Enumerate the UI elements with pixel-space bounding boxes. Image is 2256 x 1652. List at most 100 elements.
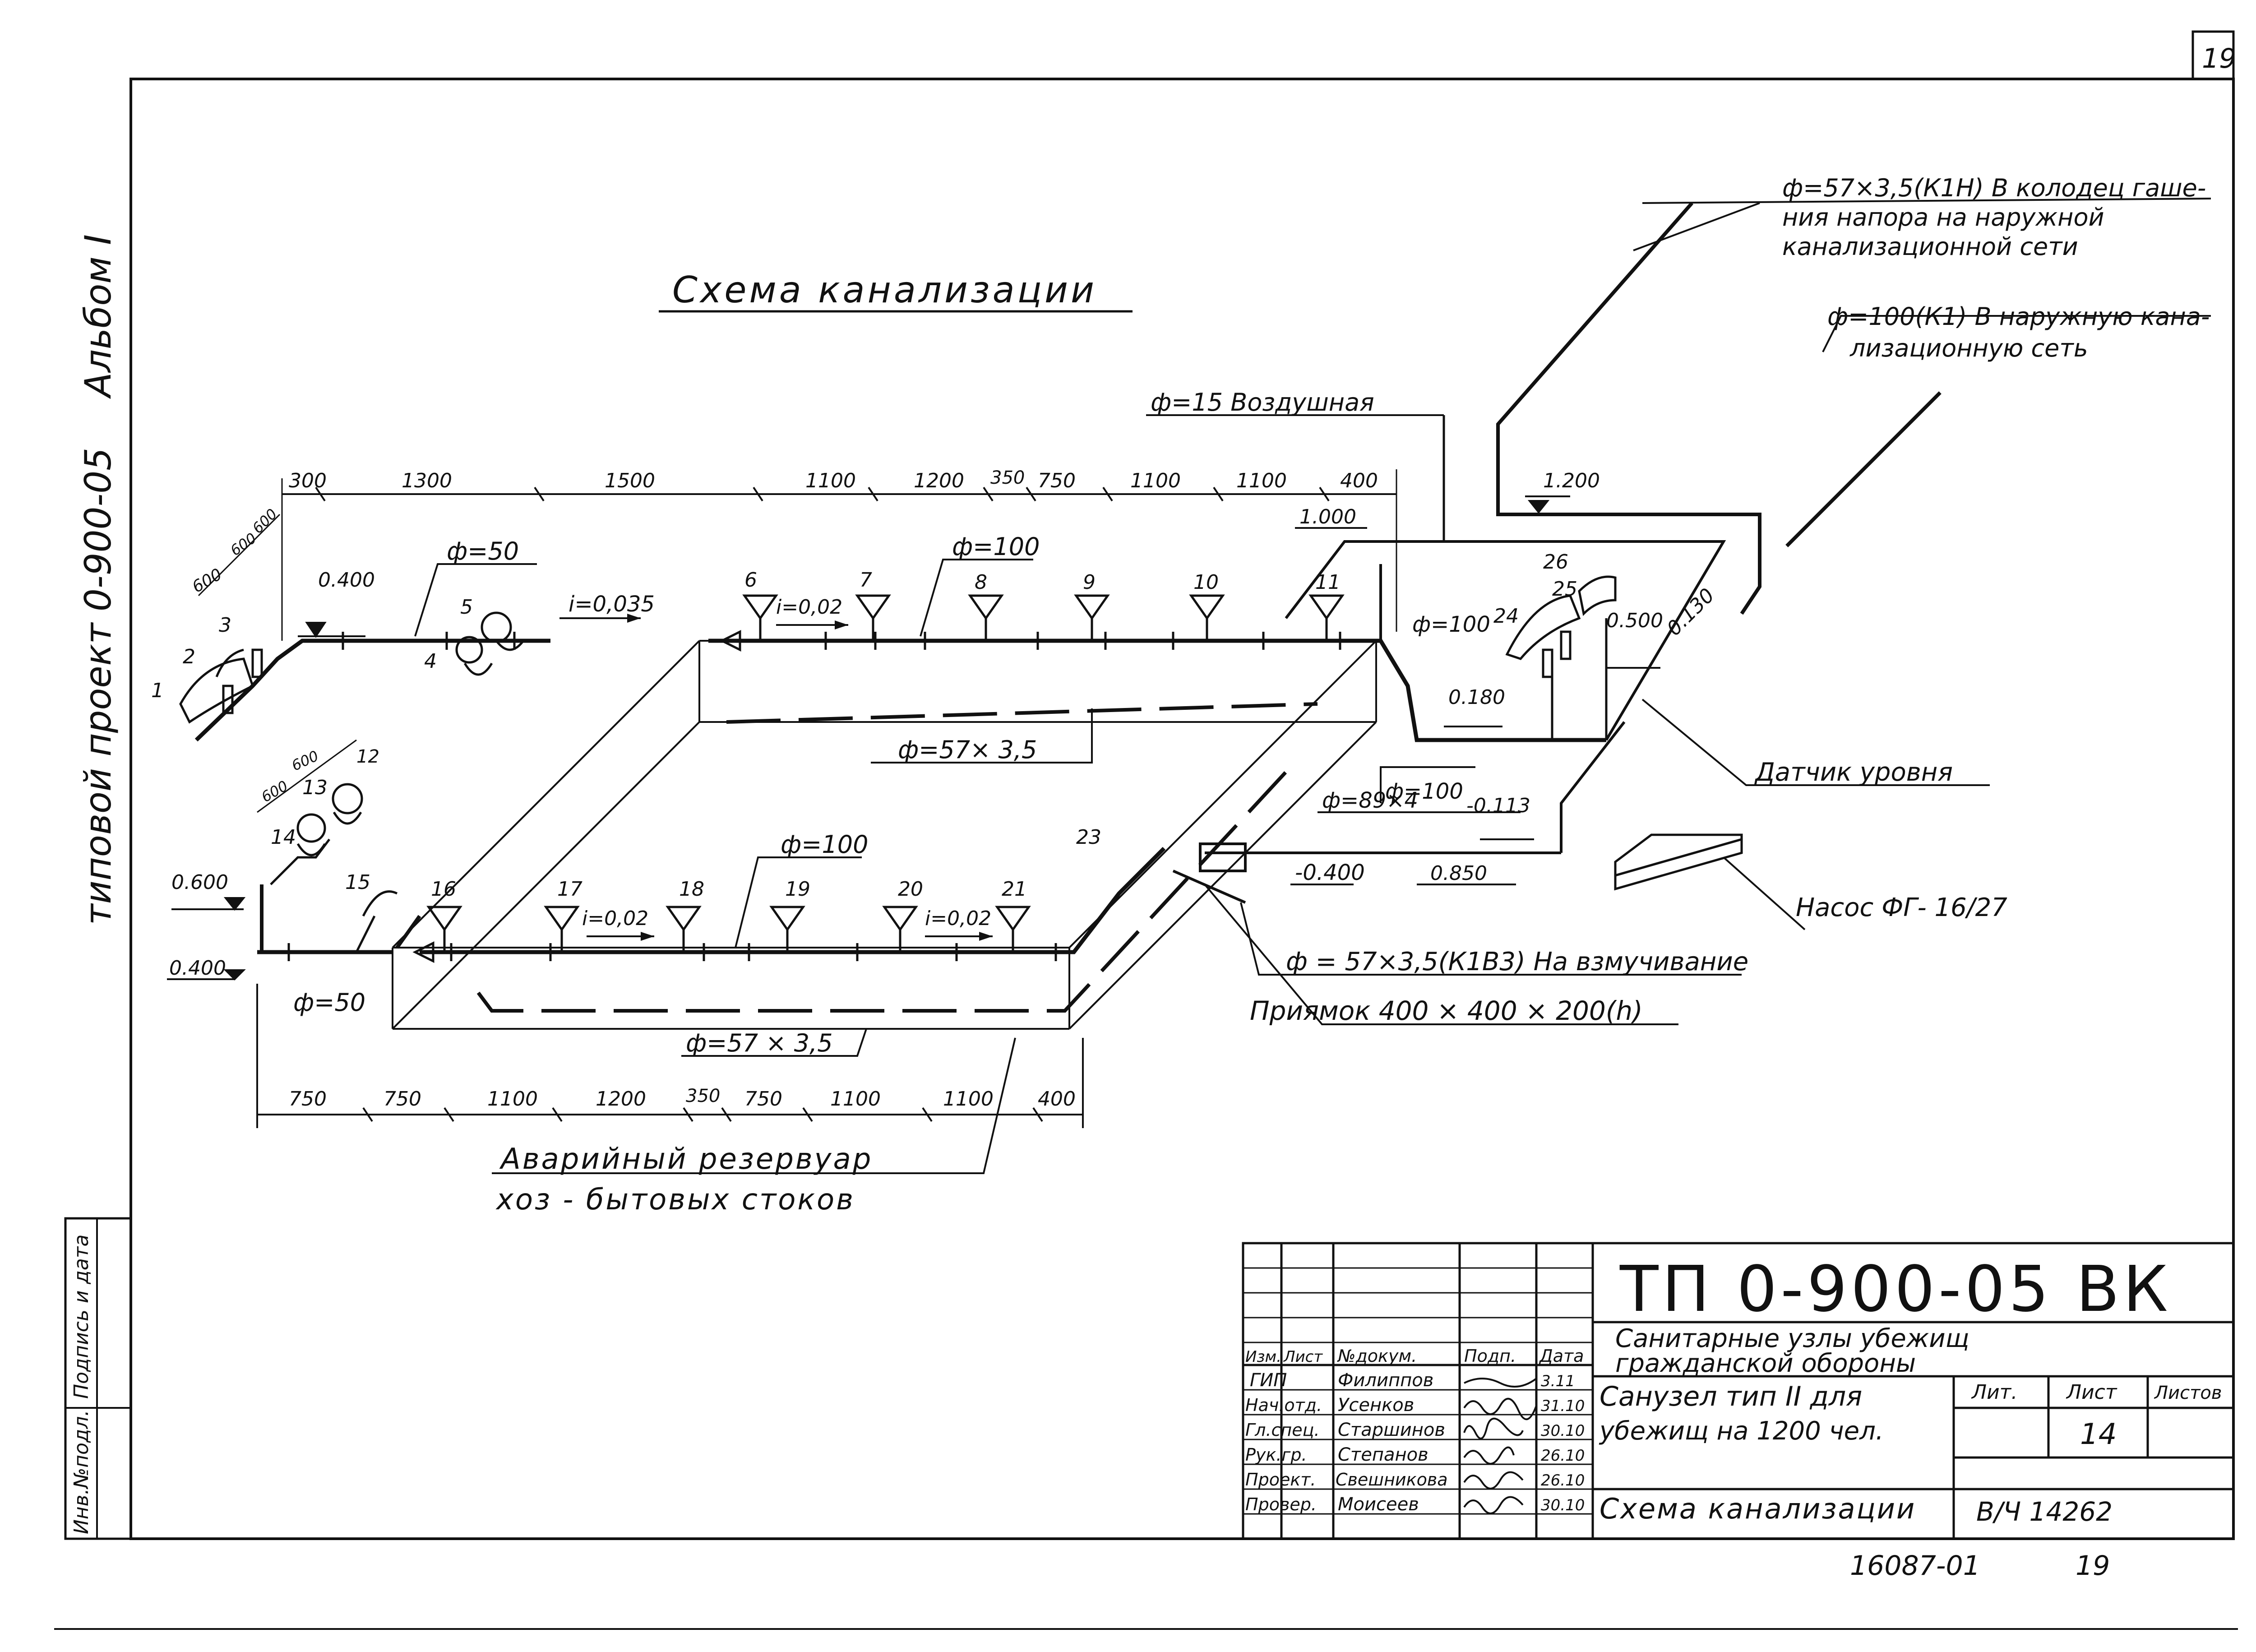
elev-0180: 0.180 xyxy=(1448,686,1505,709)
dim-left-top-0: 600 xyxy=(189,565,225,597)
tb-date-1: 31.10 xyxy=(1541,1397,1585,1415)
elev-m0113: -0.113 xyxy=(1466,794,1530,817)
fixture-number-labels: 1 2 3 4 5 6 7 8 9 10 11 12 13 14 15 16 1… xyxy=(151,551,1577,901)
dim-bot-2: 1100 xyxy=(487,1087,538,1111)
side-stamp: Подпись и дата Инв.№подл. xyxy=(64,1217,132,1540)
diagram-title: Схема канализации xyxy=(672,269,1097,311)
dim-top-0: 300 xyxy=(289,469,327,492)
fixture-26: 26 xyxy=(1543,551,1568,574)
tb-inv: В/Ч 14262 xyxy=(1976,1496,2113,1527)
project-label: типовой проект 0-900-05 xyxy=(77,448,119,925)
tb-role-3: Рук.гр. xyxy=(1245,1445,1307,1465)
corner-sheet-number: 19 xyxy=(2202,43,2236,74)
bottom-sewer-pipe xyxy=(257,847,1166,954)
label-d100-right: ф=100 xyxy=(1412,612,1490,637)
tb-header-izm: Изм. xyxy=(1245,1348,1281,1366)
label-d50-bottom: ф=50 xyxy=(293,988,365,1017)
corner-sheet-box xyxy=(2191,30,2235,80)
tb-docname-2: убежищ на 1200 чел. xyxy=(1599,1416,1884,1446)
fixture-12: 12 xyxy=(356,746,379,767)
top-dim-ticks xyxy=(315,486,1330,502)
side-stamp-inv: Инв.№подл. xyxy=(70,1410,93,1534)
tb-name-0: Филиппов xyxy=(1338,1370,1433,1391)
fixture-11: 11 xyxy=(1315,571,1341,594)
pump-leader xyxy=(1723,856,1806,930)
callout-well-2: ния напора на наружной xyxy=(1782,203,2104,231)
dim-bot-1: 750 xyxy=(384,1087,421,1111)
callout-pit: Приямок 400 × 400 × 200(h) xyxy=(1250,995,1643,1026)
callout-sensor: Датчик уровня xyxy=(1754,758,1953,787)
fixture-10: 10 xyxy=(1193,571,1219,594)
tb-date-2: 30.10 xyxy=(1541,1422,1585,1440)
tb-subject-1: Санитарные узлы убежищ xyxy=(1615,1324,1969,1353)
tb-sheet-label: Лист xyxy=(2066,1381,2117,1404)
elev-0400-bottom: 0.400 xyxy=(169,957,226,980)
dim-left-top-2: 600 xyxy=(249,505,281,537)
callout-ext-2: лизационную сеть xyxy=(1849,334,2088,362)
bottom-left-fixtures xyxy=(270,783,398,953)
room-fixtures xyxy=(1505,575,1617,740)
tb-subject-2: гражданской обороны xyxy=(1615,1349,1916,1378)
title-block-rows xyxy=(1243,1267,1593,1515)
tb-name-3: Степанов xyxy=(1338,1444,1428,1465)
fixture-2: 2 xyxy=(183,645,195,668)
elev-0500: 0.500 xyxy=(1606,609,1663,632)
elevation-markers xyxy=(167,495,1660,981)
pit-region xyxy=(1172,842,1247,904)
top-pipe-ticks xyxy=(342,632,1341,650)
flow-arrow-top xyxy=(719,629,741,652)
dim-top-3: 1100 xyxy=(805,469,856,492)
fixture-16: 16 xyxy=(431,878,456,901)
tb-header-list: Лист xyxy=(1283,1348,1323,1366)
outer-frame xyxy=(129,78,2235,1540)
callout-reservoir-2: хоз - бытовых стоков xyxy=(495,1183,855,1217)
bottom-dim-labels: 750 750 1100 1200 350 750 1100 1100 400 xyxy=(289,1086,1076,1111)
tb-sheets-label: Листов xyxy=(2154,1383,2222,1403)
dim-bot-3: 1200 xyxy=(596,1087,646,1111)
tb-name-2: Старшинов xyxy=(1338,1420,1445,1440)
tb-header-date: Дата xyxy=(1539,1346,1584,1366)
tb-name-1: Усенков xyxy=(1338,1395,1414,1416)
dim-top-1: 1300 xyxy=(402,469,452,492)
dim-top-8: 1100 xyxy=(1236,469,1287,492)
signature-scribbles xyxy=(1463,1378,1537,1514)
tb-date-3: 26.10 xyxy=(1541,1447,1585,1465)
top-floor-drains xyxy=(742,594,1345,641)
label-slope-0035: i=0,035 xyxy=(569,592,655,617)
fixture-18: 18 xyxy=(679,878,704,901)
elev-0130: 0.130 xyxy=(1663,584,1719,640)
fixture-5: 5 xyxy=(460,596,473,619)
tb-role-4: Проект. xyxy=(1245,1470,1316,1490)
fixture-20: 20 xyxy=(898,878,923,901)
tb-lit-label: Лит. xyxy=(1971,1381,2017,1404)
callout-reservoir-1: Аварийный резервуар xyxy=(499,1143,873,1176)
fixture-7: 7 xyxy=(860,569,872,592)
bottom-dimension-chain xyxy=(256,984,1084,1128)
tb-header-sign: Подп. xyxy=(1464,1346,1516,1366)
dim-top-5: 350 xyxy=(990,467,1025,488)
dim-bot-4: 350 xyxy=(686,1086,720,1106)
fixture-4: 4 xyxy=(424,650,437,673)
tb-footer-code: 16087-01 xyxy=(1850,1550,1980,1582)
flow-arrow-bottom xyxy=(412,941,435,963)
album-label: Альбом I xyxy=(77,234,119,399)
top-left-fixtures xyxy=(179,611,524,724)
dim-bot-8: 400 xyxy=(1038,1087,1076,1111)
top-dim-labels: 300 1300 1500 1100 1200 350 750 1100 110… xyxy=(289,467,1378,492)
left-small-dims: 600 600 600 600 600 xyxy=(189,505,357,813)
callout-well-3: канализационной сети xyxy=(1782,232,2078,261)
leader-lines xyxy=(414,198,2211,1174)
label-d100-bottom: ф=100 xyxy=(781,830,868,859)
tb-code: ТП 0-900-05 ВК xyxy=(1619,1253,2172,1326)
bottom-pipe-ticks xyxy=(287,943,1057,961)
tb-docname-1: Санузел тип II для xyxy=(1600,1381,1862,1412)
dim-bot-0: 750 xyxy=(289,1087,327,1111)
elev-1200: 1.200 xyxy=(1543,469,1600,492)
label-slope-002-top: i=0,02 xyxy=(776,596,842,619)
label-slope-002-b1: i=0,02 xyxy=(582,907,648,930)
outlet-pipes xyxy=(1496,202,1942,615)
bottom-floor-drains xyxy=(426,906,1031,952)
dim-top-7: 1100 xyxy=(1130,469,1181,492)
dim-bot-7: 1100 xyxy=(943,1087,994,1111)
